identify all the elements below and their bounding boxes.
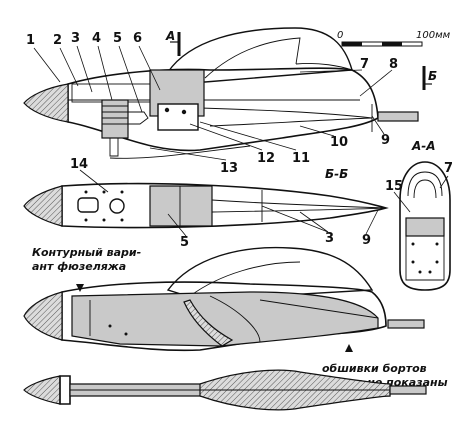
label-15: 15: [385, 179, 403, 194]
label-4: 4: [92, 31, 101, 46]
label-3: 3: [71, 31, 80, 46]
label-9-top: 9: [362, 233, 371, 248]
label-1: 1: [26, 33, 35, 48]
top-view: [23, 182, 389, 229]
caption-note-line1: обшивки бортов: [322, 362, 427, 375]
side-section-view: А Б: [23, 27, 437, 159]
variant-side-panel: [71, 291, 379, 347]
variant-fuselage-outline: [61, 281, 387, 352]
top-nose-cone: [23, 185, 63, 227]
nose-cone: [23, 83, 69, 123]
label-10: 10: [330, 135, 348, 150]
section-aa-view: А-А 15 7: [385, 139, 453, 291]
top-view-labels: 14 5 3 9: [70, 157, 379, 250]
servo-box: [157, 103, 199, 131]
label-7-section: 7: [444, 161, 453, 176]
label-2: 2: [53, 33, 62, 48]
section-bb-mark: Б: [428, 69, 437, 83]
section-bb-title: Б-Б: [325, 167, 348, 181]
section-bb-view: Б-Б: [325, 167, 348, 181]
label-12: 12: [257, 151, 275, 166]
variant-nose-cone: [23, 291, 63, 341]
scale-zero-label: 0: [337, 30, 343, 41]
scale-max-label: 100мм: [416, 30, 451, 41]
label-5: 5: [113, 31, 122, 46]
label-3-top: 3: [325, 231, 334, 246]
section-aa-mark: А: [165, 29, 175, 43]
label-11: 11: [292, 151, 310, 166]
label-14: 14: [70, 157, 88, 172]
label-7: 7: [360, 57, 369, 72]
side-view-labels: 1 2 3 4 5 6 7 8 9 10 11 12 13: [26, 31, 398, 176]
caption-outline-variant-line2: ант фюзеляжа: [32, 260, 126, 273]
tail-rod: [377, 111, 419, 122]
scale-bar: 0 100мм: [337, 30, 451, 47]
bottom-nose-cone: [23, 375, 61, 405]
label-9: 9: [381, 133, 390, 148]
label-13: 13: [220, 161, 238, 176]
caption-outline-variant-line1: Контурный вари-: [32, 246, 141, 259]
bottom-view: [23, 369, 427, 411]
outline-variant-view: [23, 246, 425, 352]
section-aa-title: А-А: [411, 139, 436, 153]
label-6: 6: [133, 31, 142, 46]
variant-tail-rod: [387, 319, 425, 329]
label-8: 8: [389, 57, 398, 72]
top-wing-root: [149, 185, 213, 227]
label-5-top: 5: [180, 235, 189, 250]
